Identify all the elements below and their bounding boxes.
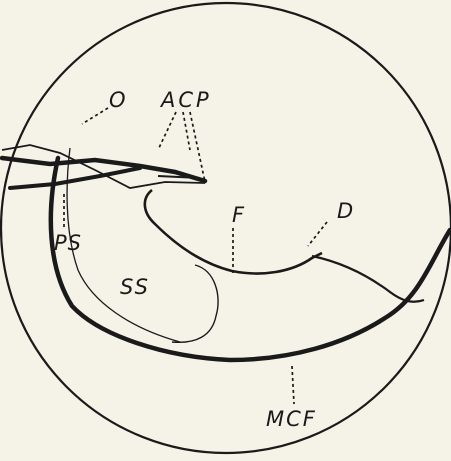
label-mcf: MCF (266, 407, 317, 431)
label-f: F (232, 203, 245, 227)
leader-acp-left (158, 112, 176, 150)
lower-wedge-line (10, 168, 140, 188)
label-acp: ACP (159, 88, 212, 112)
dural-edge-line (312, 256, 424, 302)
leader-acp-middle (183, 112, 190, 150)
label-ss: SS (120, 275, 150, 299)
sella-outline (172, 265, 218, 342)
upper-outline (2, 145, 205, 188)
label-o: O (109, 88, 126, 112)
leader-acp-right (190, 112, 205, 182)
leader-o (82, 108, 108, 124)
label-ps: PS (54, 231, 82, 255)
leader-d (308, 222, 327, 246)
label-d: D (337, 199, 353, 223)
middle-cranial-fossa-floor (51, 158, 450, 360)
leader-mcf (292, 366, 294, 404)
